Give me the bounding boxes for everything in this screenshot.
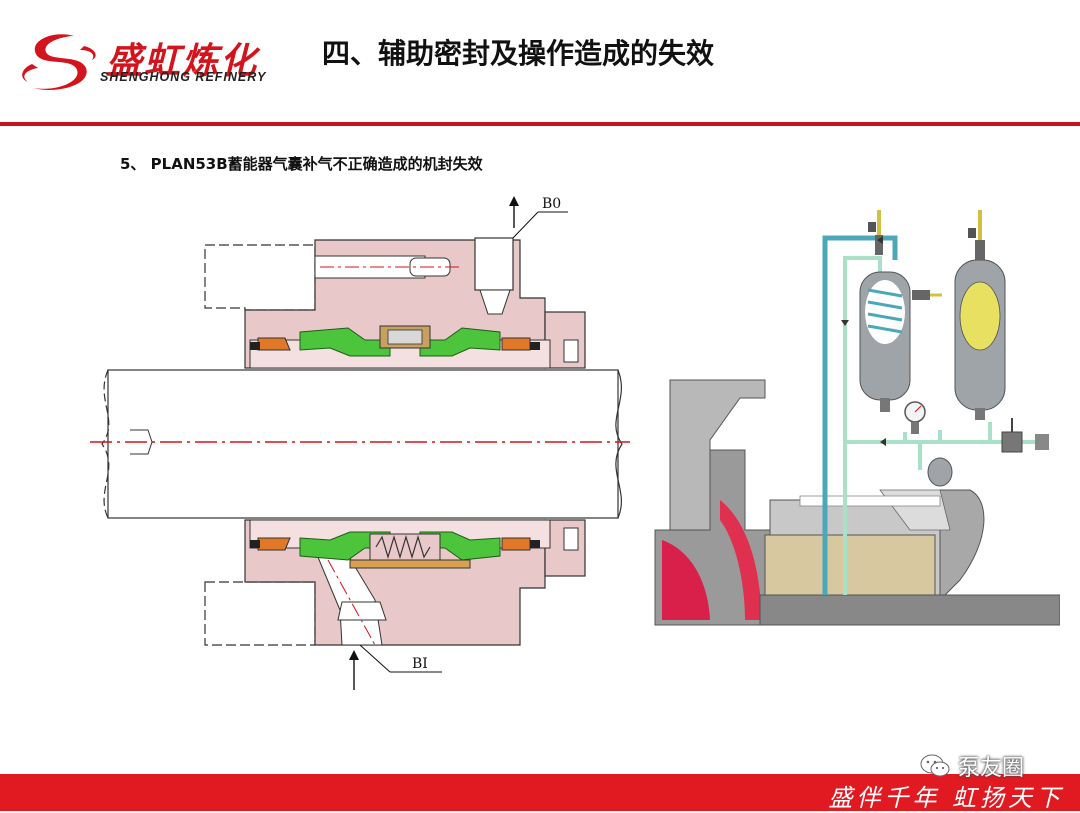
seal-cross-section-diagram: B0 BI: [90, 196, 630, 690]
accumulator-with-coil: [859, 235, 911, 412]
logo-english-name: SHENGHONG REFINERY: [100, 70, 267, 84]
drain-valve-bulb: [927, 457, 953, 487]
section-subtitle: 5、 PLAN53B蓄能器气囊补气不正确造成的机封失效: [120, 155, 483, 173]
watermark-label: 泵友圈: [958, 756, 1025, 781]
lower-pump-casing: [204, 581, 316, 646]
wechat-icon: [920, 754, 950, 777]
shaft: [107, 369, 619, 519]
plan53b-system-diagram: [654, 210, 1060, 626]
logo-chinese-name: 盛虹炼化: [106, 40, 259, 82]
lower-seal-spring: [375, 534, 431, 560]
upper-outlet-cone: [479, 289, 511, 315]
company-logo: 盛虹炼化 SHENGHONG REFINERY: [14, 28, 274, 98]
shaft-guard: [799, 495, 941, 507]
shaft-right: [759, 594, 1060, 626]
slide-header: 盛虹炼化 SHENGHONG REFINERY 四、辅助密封及操作造成的失效: [0, 0, 1080, 122]
lower-seal-plate: [349, 559, 471, 569]
barrier-pipe-return: [843, 256, 882, 595]
outlet-valve: [1001, 431, 1023, 453]
upper-pump-casing: [204, 244, 316, 311]
lower-set-screw: [563, 527, 579, 551]
shaft-left-break: [101, 369, 110, 519]
lower-inlet-cone: [337, 601, 387, 621]
shaft-keyway: [130, 429, 153, 455]
upper-oring-left: [257, 337, 291, 351]
logo-swirl-icon: [22, 34, 96, 90]
slide-title: 四、辅助密封及操作造成的失效: [322, 37, 715, 70]
upper-seal-ring-right: [419, 327, 501, 357]
upper-oring-right: [501, 337, 531, 351]
accumulator-bladder: [954, 240, 1006, 420]
upper-seal-ring-left: [299, 327, 391, 357]
bearing-housing: [939, 489, 985, 602]
shaft-right-break: [615, 369, 623, 519]
upper-set-screw: [563, 339, 579, 363]
watermark: 泵友圈: [920, 752, 1025, 781]
lower-oring-right: [501, 537, 531, 551]
slide-footer: 盛伴千年 虹扬天下: [0, 774, 1080, 812]
header-divider: [0, 122, 1080, 126]
upper-outlet-port: [474, 237, 514, 291]
outlet-label-b0: B0: [542, 196, 561, 212]
seal-chamber: [764, 534, 936, 601]
barrier-pipe-supply: [822, 235, 898, 595]
inlet-label-bi: BI: [412, 656, 428, 672]
impeller: [662, 540, 710, 620]
footer-slogan: 盛伴千年 虹扬天下: [828, 784, 1064, 812]
lower-oring-left: [257, 537, 291, 551]
